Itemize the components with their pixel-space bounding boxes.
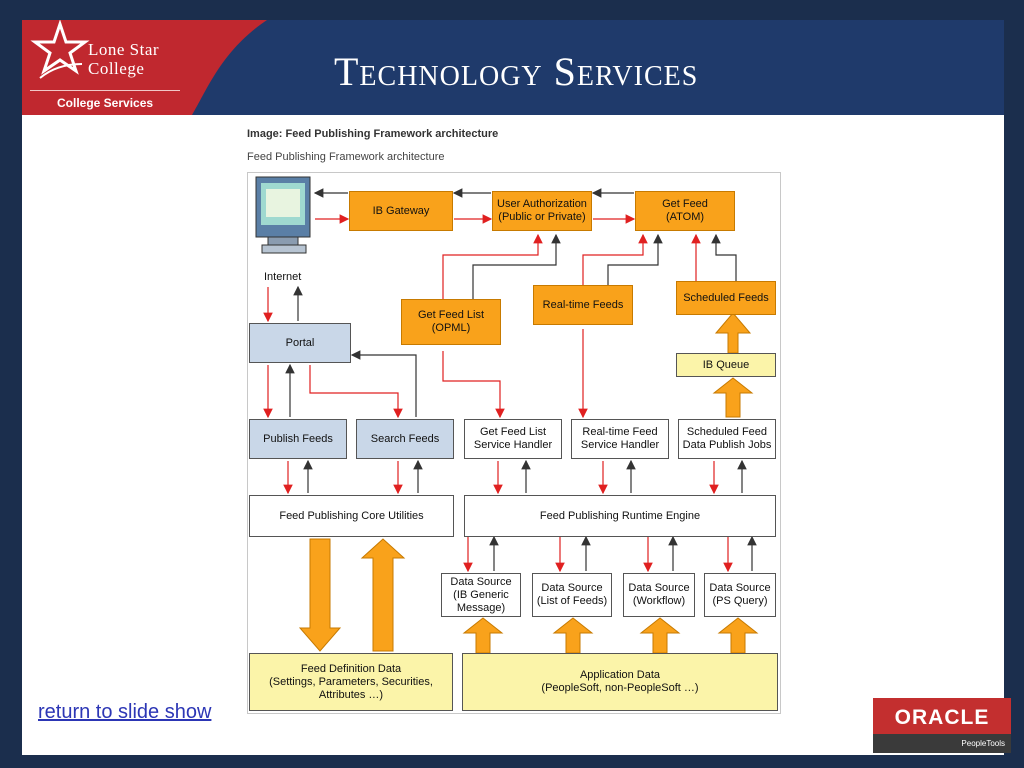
runtime-engine-box: Feed Publishing Runtime Engine — [464, 495, 776, 537]
block-arrow-up — [552, 617, 594, 654]
oracle-peopletools-logo: ORACLE PeopleTools — [873, 698, 1011, 753]
oracle-wordmark: ORACLE — [894, 706, 990, 729]
computer-icon — [255, 176, 311, 254]
get-feed-box: Get Feed (ATOM) — [635, 191, 735, 231]
scheduled-feeds-box: Scheduled Feeds — [676, 281, 776, 315]
publish-feeds-box: Publish Feeds — [249, 419, 347, 459]
internet-label: Internet — [264, 271, 302, 283]
logo-subtitle: College Services — [57, 96, 154, 110]
image-caption-subtitle: Feed Publishing Framework architecture — [247, 151, 445, 163]
block-arrow-up — [717, 617, 759, 654]
block-arrow-up — [462, 617, 504, 654]
data-source-psquery-box: Data Source (PS Query) — [704, 573, 776, 617]
oracle-logo-strip — [873, 734, 1011, 753]
application-data-box: Application Data (PeopleSoft, non-People… — [462, 653, 778, 711]
block-arrow-up — [712, 377, 754, 418]
core-utilities-box: Feed Publishing Core Utilities — [249, 495, 454, 537]
block-arrow-up — [714, 312, 752, 354]
image-caption-title: Image: Feed Publishing Framework archite… — [247, 128, 499, 140]
get-feed-list-handler-box: Get Feed List Service Handler — [464, 419, 562, 459]
get-feed-list-opml-box: Get Feed List (OPML) — [401, 299, 501, 345]
data-source-ib-generic-box: Data Source (IB Generic Message) — [441, 573, 521, 617]
header-banner: Lone Star College College Services Techn… — [22, 20, 1004, 115]
diagram-connectors — [255, 176, 759, 654]
ib-queue-box: IB Queue — [676, 353, 776, 377]
search-feeds-box: Search Feeds — [356, 419, 454, 459]
return-to-slide-show-link[interactable]: return to slide show — [38, 701, 212, 723]
page-title: Technology Services — [334, 49, 699, 94]
block-arrow-up — [639, 617, 681, 654]
feed-definition-data-box: Feed Definition Data (Settings, Paramete… — [249, 653, 453, 711]
logo-line-1: Lone Star — [88, 40, 160, 59]
scheduled-jobs-box: Scheduled Feed Data Publish Jobs — [678, 419, 776, 459]
lone-star-college-logo: Lone Star College College Services — [22, 20, 282, 115]
logo-divider — [30, 90, 180, 91]
data-source-list-box: Data Source (List of Feeds) — [532, 573, 612, 617]
block-arrow-up — [360, 538, 406, 652]
logo-line-2: College — [88, 59, 145, 78]
user-authorization-box: User Authorization (Public or Private) — [492, 191, 592, 231]
block-arrow-down — [298, 538, 342, 652]
peopletools-label: PeopleTools — [961, 739, 1005, 748]
ib-gateway-box: IB Gateway — [349, 191, 453, 231]
slide: Lone Star College College Services Techn… — [22, 20, 1004, 755]
data-source-workflow-box: Data Source (Workflow) — [623, 573, 695, 617]
realtime-feeds-box: Real-time Feeds — [533, 285, 633, 325]
architecture-diagram: Internet IB Gateway User Authorization (… — [247, 172, 781, 714]
realtime-handler-box: Real-time Feed Service Handler — [571, 419, 669, 459]
portal-box: Portal — [249, 323, 351, 363]
